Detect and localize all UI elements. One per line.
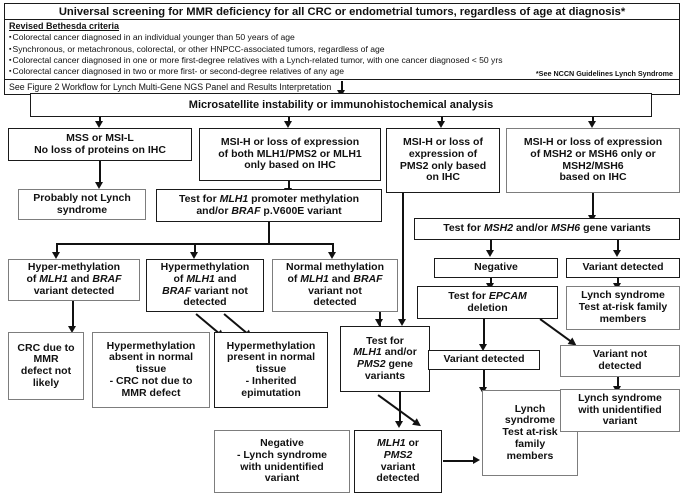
criteria-bullet-3: Colorectal cancer diagnosed in one or mo… [9,55,675,66]
arrowhead-testmsh-to-variant-detected [613,250,621,257]
connector-promoter-mid-drop [194,243,196,255]
connector-testmsh-to-negative [490,240,492,253]
arrowhead-mss-to-probably-not-lynch [95,182,103,189]
connector-msi-to-pms2 [441,117,443,123]
connector-msi-to-msh2msh6 [592,117,594,123]
connector-testmsh-to-variant-detected [617,240,619,253]
connector-testmlh1pms2-to-variantdet [399,392,401,424]
node-test-msh2-msh6: Test for MSH2 and/or MSH6 gene variants [414,218,680,240]
header-panel: Universal screening for MMR deficiency f… [4,3,680,96]
connector-promoter-stem [268,222,270,244]
page-title: Universal screening for MMR deficiency f… [58,6,626,18]
arrowhead-msi-to-mss [95,121,103,128]
criteria-bullet-4: Colorectal cancer diagnosed in two or mo… [9,66,344,77]
arrowhead-epcam-to-variantdet [479,344,487,351]
connector-msh2msh6-to-test [592,193,594,218]
arrowhead-testmlh1pms2-to-variantdet [395,421,403,428]
connector-variantdet-to-lynch2 [483,370,485,390]
criteria-bullet-1: Colorectal cancer diagnosed in an indivi… [9,32,675,43]
connector-variantdet-to-lynch1 [617,278,619,286]
arrowhead-promoter-to-hyper-not-detected [190,252,198,259]
connector-epcam-to-variantdet [483,319,485,347]
connector-header-to-msi [341,81,343,93]
arrowhead-msi-to-mlh1pms2 [284,121,292,128]
arrowhead-pms2-to-test-mlh1-pms2 [398,319,406,326]
connector-variantnot-to-lynchunid [617,377,619,389]
nccn-footnote: *See NCCN Guidelines Lynch Syndrome [535,68,673,78]
connector-pms2-to-test-mlh1-pms2 [402,193,404,322]
arrowhead-hyperdet-to-crc [68,326,76,333]
arrowhead-mlh1variant-to-lynch2 [473,456,480,464]
node-negative-msh: Negative [434,258,558,278]
arrowhead-promoter-to-hyper-detected [52,252,60,259]
connector-mss-to-probably-not-lynch [99,161,101,185]
arrowhead-msi-to-pms2 [437,121,445,128]
node-variant-detected-msh: Variant detected [566,258,680,278]
connector-msi-to-mlh1pms2 [288,117,290,123]
connector-mlh1variant-to-lynch2 [443,460,475,462]
arrowhead-testmsh-to-negative [486,250,494,257]
connector-negative-to-epcam [490,278,492,286]
criteria-bullet-4-row: Colorectal cancer diagnosed in two or mo… [9,66,675,77]
arrowhead-msi-to-msh2msh6 [588,121,596,128]
node-variant-detected-epcam: Variant detected [428,350,540,370]
connector-mlh1pms2-to-test-promoter [288,181,290,191]
criteria-bullet-2: Synchronous, or metachronous, colorectal… [9,44,675,55]
arrowhead-normal-to-testmlh1pms2 [375,319,383,326]
connector-promoter-left-drop [56,243,58,255]
bethesda-criteria-subtitle: Revised Bethesda criteria [9,21,120,32]
connector-promoter-right-drop [332,243,334,255]
node-msi-analysis: Microsatellite instability or immunohist… [30,93,652,117]
header-criteria-body: Revised Bethesda criteria Colorectal can… [5,19,679,78]
figure2-reference: See Figure 2 Workflow for Lynch Multi-Ge… [5,78,679,95]
connector-hyperdet-to-crc [72,301,74,329]
connector-msi-to-mss [99,117,101,123]
arrowhead-promoter-to-normal-methylation [328,252,336,259]
